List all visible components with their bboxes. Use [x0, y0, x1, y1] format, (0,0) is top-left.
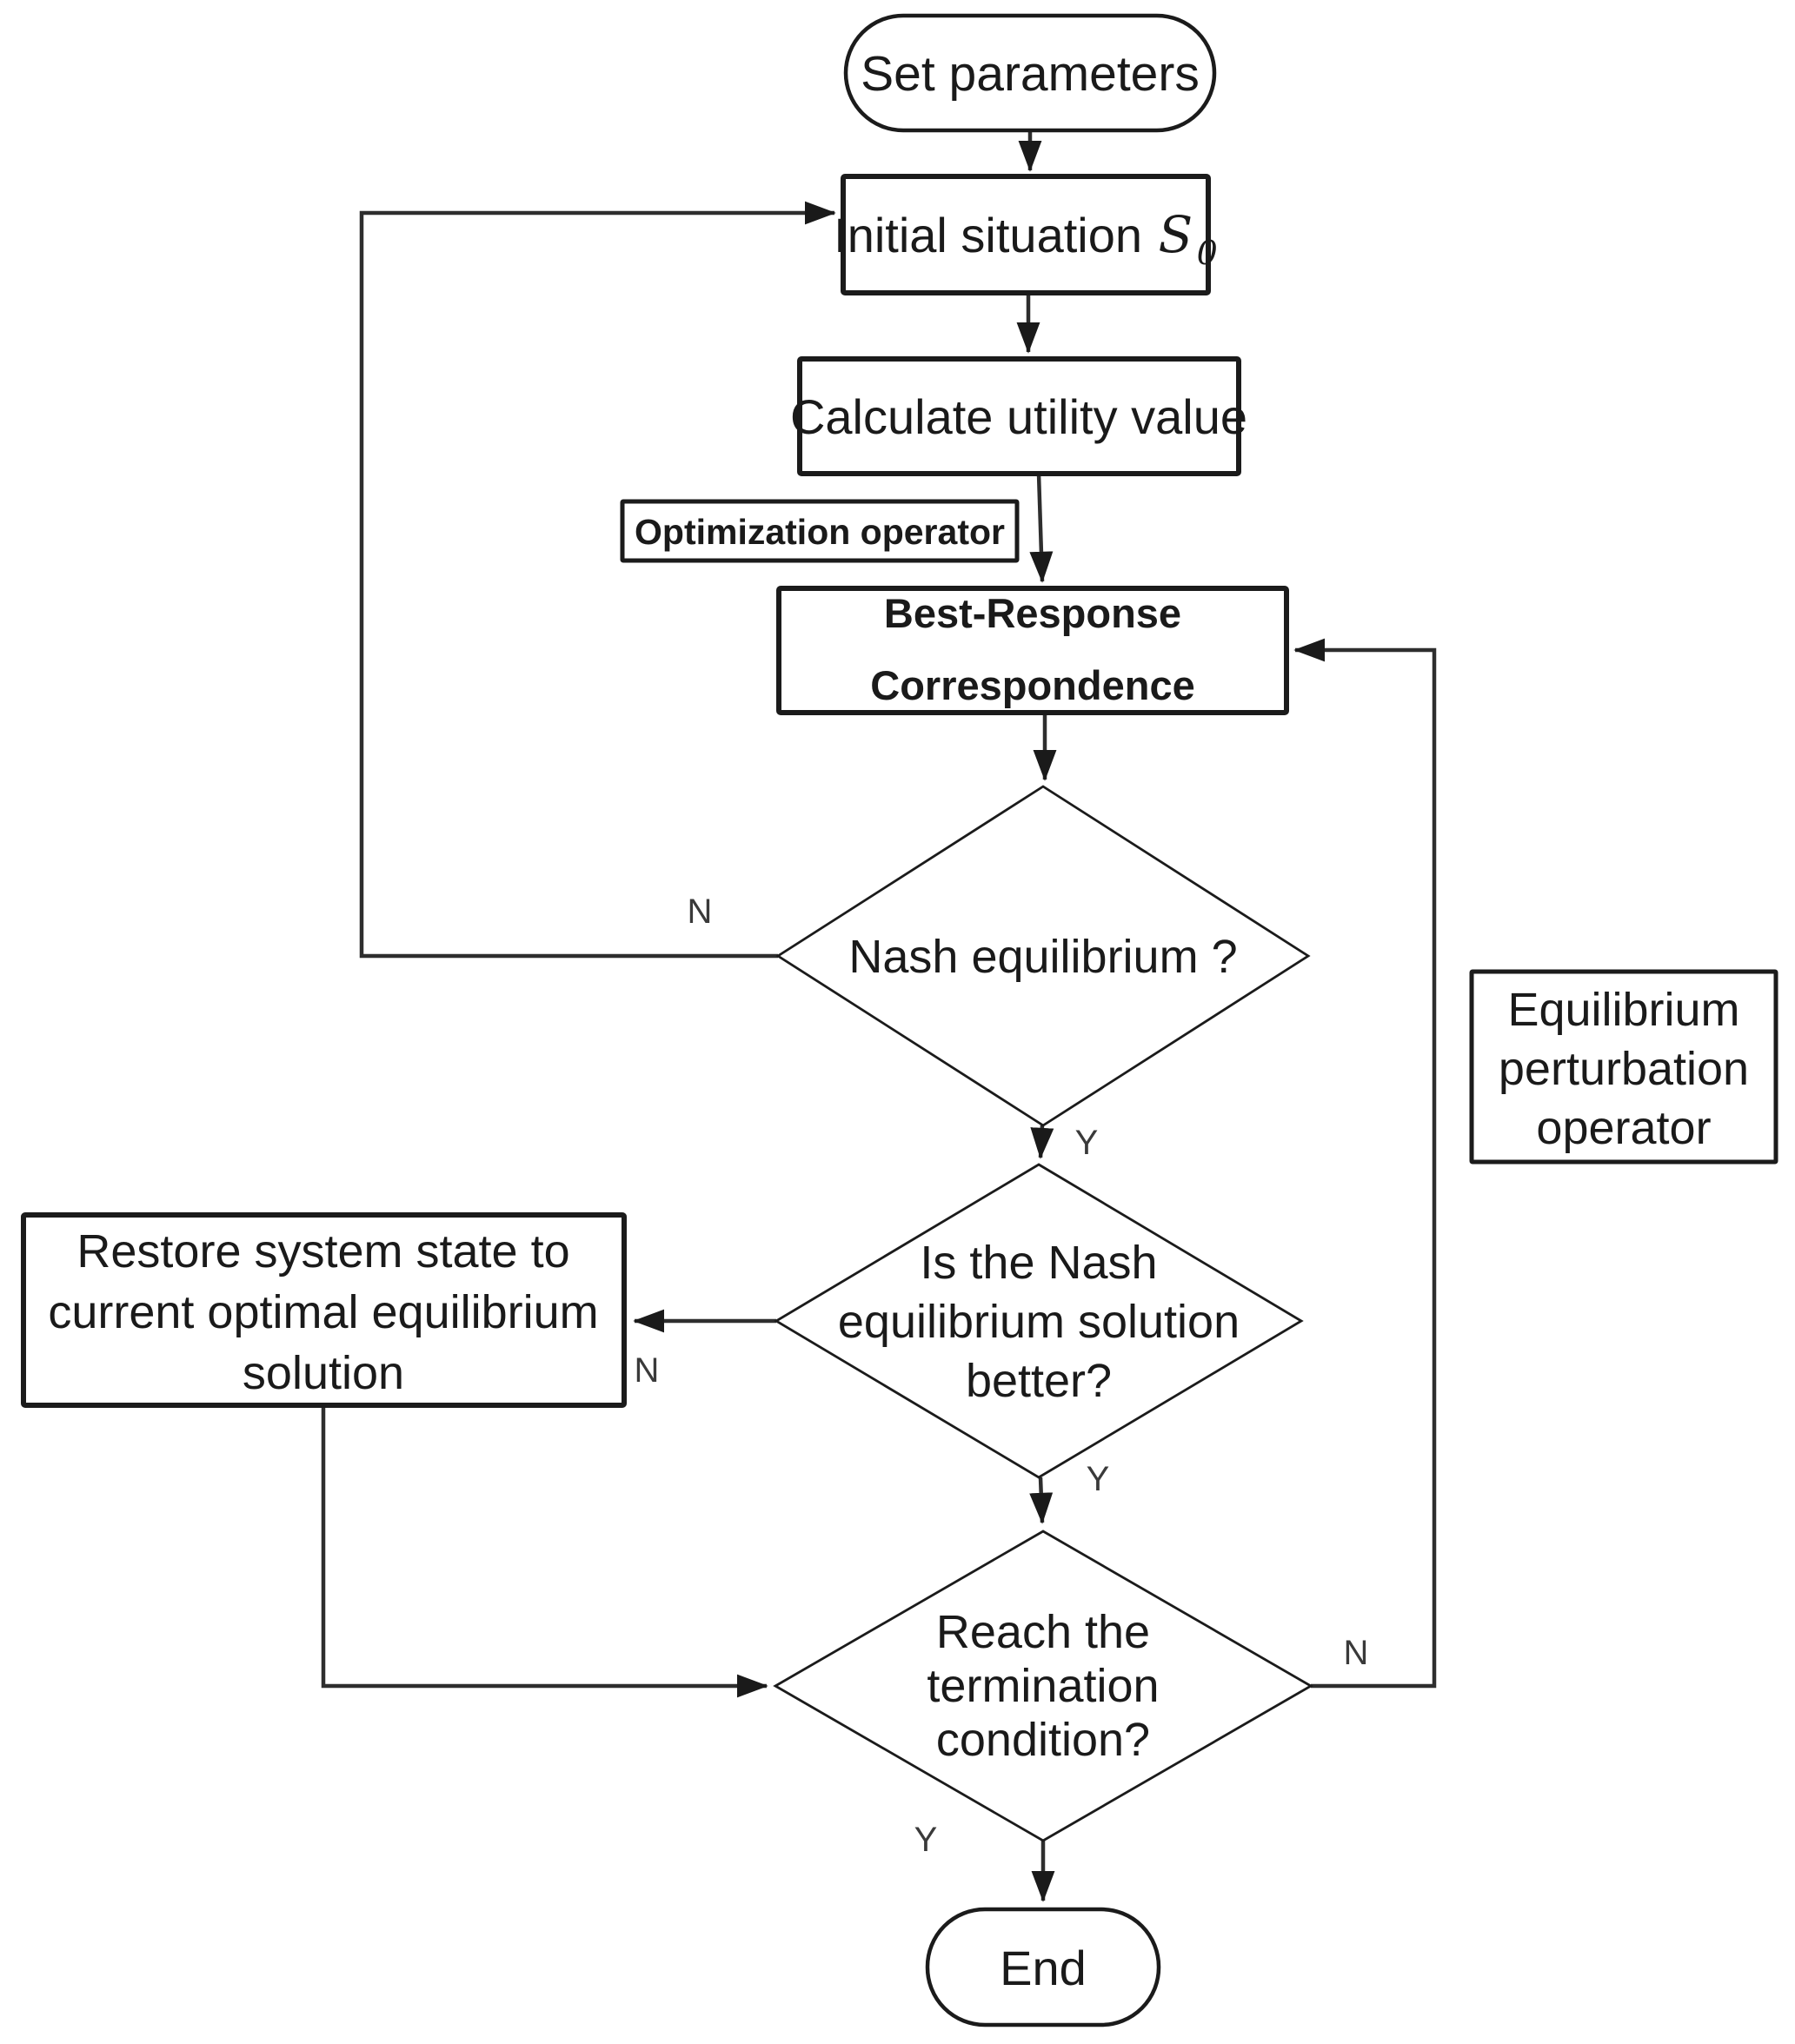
initial-situation-shape — [841, 174, 1211, 295]
node-calculate-utility: Calculate utility value — [790, 356, 1247, 476]
label-better-no: N — [635, 1351, 660, 1390]
nash-equilibrium-label: Nash equilibrium ? — [848, 931, 1237, 983]
edge-nash-no-loop — [359, 201, 836, 959]
node-end: End — [925, 1907, 1161, 2027]
termination-line1: Reach the — [936, 1606, 1150, 1658]
initial-situation-text: Initial situation — [834, 208, 1142, 262]
solution-better-line2: equilibrium solution — [838, 1296, 1240, 1348]
label-termination-no: N — [1344, 1634, 1369, 1672]
termination-shape — [773, 1530, 1313, 1842]
best-response-line2: Correspondence — [870, 662, 1194, 708]
edge-better-yes — [1029, 1477, 1054, 1524]
node-restore-state: Restore system state to current optimal … — [21, 1212, 627, 1408]
restore-state-line1: Restore system state to — [76, 1225, 569, 1278]
restore-state-shape — [21, 1212, 627, 1408]
best-response-shape — [776, 586, 1289, 715]
node-optimization-operator: Optimization operator — [620, 499, 1020, 563]
node-equilibrium-perturbation: Equilibrium perturbation operator — [1469, 969, 1778, 1165]
calculate-utility-shape — [797, 356, 1241, 476]
edge-nash-yes — [1030, 1125, 1054, 1159]
equilibrium-perturbation-shape — [1469, 969, 1778, 1165]
calculate-utility-label: Calculate utility value — [790, 389, 1247, 444]
start-label: Set parameters — [861, 46, 1200, 102]
node-nash-equilibrium: Nash equilibrium ? — [775, 785, 1311, 1127]
restore-state-line2: current optimal equilibrium — [48, 1286, 598, 1338]
edge-restore-to-termination — [321, 1405, 768, 1698]
nash-equilibrium-shape — [775, 785, 1311, 1127]
solution-better-shape — [774, 1163, 1304, 1479]
solution-better-line1: Is the Nash — [920, 1237, 1157, 1289]
label-nash-no: N — [688, 893, 713, 931]
node-start: Set parameters — [843, 13, 1217, 133]
label-nash-yes: Y — [1075, 1124, 1099, 1162]
optimization-operator-shape — [620, 499, 1020, 563]
label-better-yes: Y — [1087, 1460, 1110, 1498]
optimization-operator-label: Optimization operator — [635, 512, 1005, 552]
initial-situation-math-symbol: S — [1158, 205, 1193, 264]
end-label: End — [1000, 1941, 1087, 1995]
label-termination-yes: Y — [914, 1821, 938, 1859]
equilibrium-perturbation-line2: perturbation — [1499, 1043, 1749, 1095]
node-solution-better: Is the Nash equilibrium solution better? — [774, 1163, 1304, 1479]
restore-state-line3: solution — [243, 1347, 404, 1399]
node-termination: Reach the termination condition? — [773, 1530, 1313, 1842]
start-shape — [843, 13, 1217, 133]
termination-line3: condition? — [936, 1714, 1150, 1766]
solution-better-line3: better? — [966, 1355, 1112, 1407]
initial-situation-math-subscript: 0 — [1197, 234, 1218, 272]
best-response-line1: Best-Response — [884, 590, 1181, 636]
edge-calculate-to-bestresponse — [1029, 473, 1054, 583]
equilibrium-perturbation-line1: Equilibrium — [1507, 984, 1739, 1036]
node-best-response: Best-Response Correspondence — [776, 586, 1289, 715]
end-shape — [925, 1907, 1161, 2027]
node-initial-situation: Initial situation S 0 — [834, 174, 1218, 295]
termination-line2: termination — [927, 1660, 1159, 1712]
initial-situation-label: Initial situation S 0 — [834, 205, 1218, 272]
equilibrium-perturbation-line3: operator — [1536, 1102, 1711, 1154]
edge-termination-no-loop — [1293, 638, 1437, 1689]
